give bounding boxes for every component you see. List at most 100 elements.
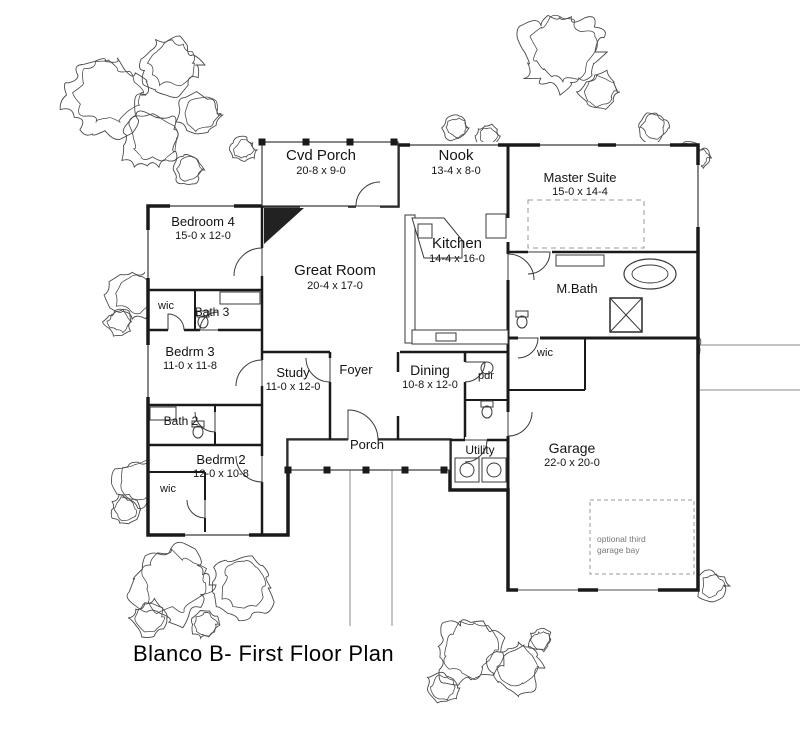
door-swing [527,251,551,275]
refrigerator [485,213,507,239]
tree-icon [128,113,179,162]
tree-icon [138,35,206,98]
range [417,223,433,239]
room-label-mbath: M.Bath [556,281,598,296]
ceiling-dashed-outline [527,199,645,249]
bathtub [219,291,261,305]
tree-icon [443,620,499,681]
tree-icon [233,138,255,159]
laundry-machine [454,457,480,483]
tree-icon [190,610,221,640]
site-lines-layer [349,344,800,626]
toilet [192,425,204,439]
porch-column [302,138,310,146]
tree-icon [72,59,145,124]
toilet [516,315,528,329]
room-label-bath3: Bath 3 [194,305,230,319]
laundry-machine [486,462,502,478]
tree-icon [445,117,468,138]
room-label-garage: Garage 22-0 x 20-0 [544,440,600,469]
room-label-bedrm2: Bedrm 2 12-0 x 10-8 [193,452,249,480]
room-label-foyer: Foyer [339,362,373,377]
room-label-optional-bay: optional third garage bay [597,534,646,556]
door-swing [517,337,539,359]
shower-x [609,297,643,333]
tree-icon [146,39,195,87]
porch-column [440,466,448,474]
porch-column [401,466,409,474]
door-opening [462,362,468,382]
kitchen-island [411,217,463,259]
tree-icon [441,114,470,142]
tree-icon [221,560,266,609]
tree-icon [175,90,224,135]
door-swing [233,247,263,277]
room-label-wic-right: wic [537,347,553,359]
room-label-bedroom4: Bedroom 4 15-0 x 12-0 [171,214,235,242]
door-swings-layer [167,181,551,519]
tree-icon [701,573,726,599]
room-label-bath2: Bath 2 [163,414,199,428]
room-label-porch: Porch [350,437,384,452]
porch-column [284,466,292,474]
door-swing [235,359,263,387]
porch-column [258,138,266,146]
tree-icon [126,541,217,629]
toilet [515,310,529,318]
kitchen-sink [435,332,457,342]
porch-column [323,466,331,474]
tree-icon [193,612,219,637]
porch-column [390,138,398,146]
room-label-cvd-porch: Cvd Porch 20-8 x 9-0 [285,147,357,177]
tree-icon [584,74,618,108]
door-opening [348,437,378,443]
shower [609,297,643,333]
door-swing [347,409,379,441]
tree-icon [141,547,208,614]
room-label-pdr: pdr [478,370,494,382]
windows-layer [145,142,701,593]
garden-tub [623,258,677,290]
garden-tub [631,264,669,284]
tree-icon [496,644,540,687]
room-label-study: Study 11-0 x 12-0 [265,365,321,393]
tree-icon [101,308,132,337]
trees-layer [59,14,732,704]
door-swing [186,499,206,519]
room-label-great-room: Great Room 20-4 x 17-0 [294,262,376,292]
door-swing [305,357,331,383]
tree-icon [479,127,499,145]
door-opening [395,372,401,416]
room-label-wic-left: wic [158,300,174,312]
tree-icon [115,274,155,315]
tree-icon [110,493,142,525]
laundry-machine [459,462,475,478]
vanity [555,254,605,267]
door-swing [167,313,185,331]
plan-title: Blanco B- First Floor Plan [133,641,395,666]
tree-icon [638,112,670,146]
tree-icon [127,597,168,638]
toilet [197,315,209,329]
fixtures-layer [149,199,695,575]
door-swing [235,455,263,483]
sink [480,361,494,375]
tree-icon [516,14,609,96]
door-opening [168,327,184,333]
toilet [191,420,205,428]
tree-icon [59,57,150,140]
room-label-master-suite: Master Suite 15-0 x 14-4 [543,170,617,198]
laundry-machine [481,457,507,483]
fireplace [264,208,304,244]
tree-icon [429,674,456,701]
optional-garage-bay-outline [589,499,695,575]
tree-icon [527,627,552,653]
toilet [481,405,493,419]
kitchen-counter [411,329,509,345]
tree-icon [529,630,552,650]
toilet [480,400,494,408]
door-swing [355,181,381,207]
door-swing [507,253,535,281]
